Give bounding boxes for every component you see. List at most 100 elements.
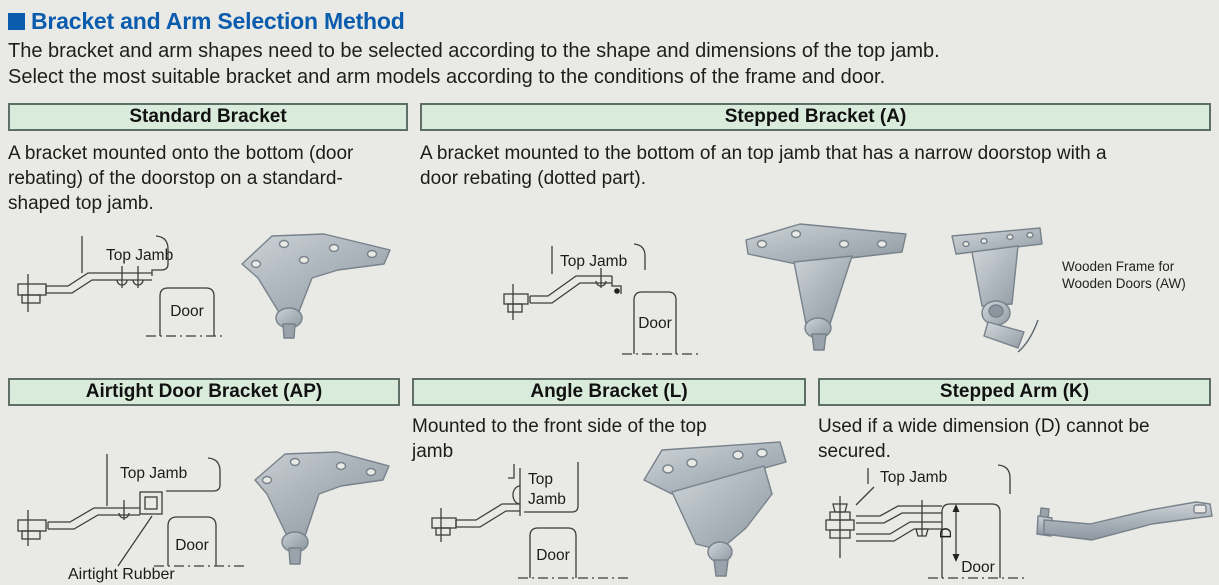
jamb-outline xyxy=(151,235,169,276)
screw-head-2 xyxy=(132,279,144,286)
caption-line-2: Wooden Doors (AW) xyxy=(1062,276,1186,291)
bracket-plate xyxy=(745,223,907,265)
dimension-arrow-bottom xyxy=(952,554,960,562)
door-label: Door xyxy=(170,303,204,320)
arm-end-block-lower xyxy=(435,527,451,536)
standard-bracket-photo xyxy=(241,233,391,339)
stepped-bracket-a-title: Stepped Bracket (A) xyxy=(724,106,907,127)
wooden-frame-caption: Wooden Frame for Wooden Doors (AW) xyxy=(1062,258,1212,292)
door-outline xyxy=(529,527,577,578)
door-rebating-dot xyxy=(614,288,620,294)
arm-end-block xyxy=(503,293,529,305)
angle-bracket-description: Mounted to the front side of the top jam… xyxy=(412,416,707,462)
stepped-arm-k-description: Used if a wide dimension (D) cannot be s… xyxy=(818,416,1150,462)
pivot-pin xyxy=(713,559,729,577)
screw-hole xyxy=(962,240,970,248)
screw-head-1 xyxy=(116,279,128,286)
door-label: Door xyxy=(175,537,209,554)
arm-profile-top xyxy=(48,507,140,523)
airtight-bracket-header: Airtight Door Bracket (AP) xyxy=(8,378,400,406)
screw-hole xyxy=(261,475,273,485)
screw-hole xyxy=(980,237,988,245)
mount-boss xyxy=(512,485,521,505)
jamb-leader-diagonal xyxy=(855,486,875,506)
screw-hole xyxy=(756,239,768,249)
door-outline xyxy=(167,516,217,566)
angle-bracket-title: Angle Bracket (L) xyxy=(530,381,688,402)
door-outline xyxy=(941,503,1001,578)
stepped-arm-k-header: Stepped Arm (K) xyxy=(818,378,1211,406)
door-label: Door xyxy=(638,315,672,332)
screw-hole xyxy=(662,464,674,474)
standard-bracket-header: Standard Bracket xyxy=(8,103,408,131)
section-marker-icon xyxy=(8,13,25,30)
bracket-plate xyxy=(971,245,1019,307)
wooden-frame-bracket-photo xyxy=(951,227,1043,353)
intro-paragraph: The bracket and arm shapes need to be se… xyxy=(8,38,940,90)
jamb-outline xyxy=(633,243,646,270)
top-jamb-label: Top Jamb xyxy=(120,465,187,482)
stepped-bracket-a-diagram: Top Jamb Door xyxy=(503,243,698,355)
page-title: Bracket and Arm Selection Method xyxy=(31,8,405,34)
arm-profile-top xyxy=(46,272,152,287)
arm-profile-top xyxy=(456,503,520,521)
airtight-rubber-label: Airtight Rubber xyxy=(68,566,175,583)
arm-profile-top xyxy=(530,275,612,297)
arm-end-block-lower xyxy=(21,530,41,540)
airtight-bracket-diagram: Top Jamb Door Airtight Rubber xyxy=(17,454,244,583)
stepped-arm-k-title: Stepped Arm (K) xyxy=(939,381,1090,402)
screw-hole xyxy=(876,239,888,249)
arm-end-block xyxy=(17,519,47,532)
pivot-pin xyxy=(288,547,302,565)
jamb-outline xyxy=(997,464,1011,494)
arm-eye-hole xyxy=(1193,504,1207,514)
dimension-label: D xyxy=(938,527,955,538)
screw-hole xyxy=(790,229,802,239)
screw-hole xyxy=(366,249,378,259)
bracket-body xyxy=(671,465,773,551)
jamb-label: Jamb xyxy=(528,491,566,508)
angle-bracket-diagram: Top Jamb Door xyxy=(431,462,630,579)
screw-hole xyxy=(1006,233,1014,241)
pivot-pin xyxy=(811,333,827,351)
bracket-plate xyxy=(254,451,390,537)
top-jamb-label: Top Jamb xyxy=(106,247,173,264)
dimension-arrow-top xyxy=(952,504,960,512)
arm-end-block-lower xyxy=(507,303,523,313)
lower-arm-bottom xyxy=(856,528,942,542)
stepped-bracket-a-description: A bracket mounted to the bottom of an to… xyxy=(420,143,1107,189)
screw-hole xyxy=(250,259,262,269)
bracket-top-flange xyxy=(643,441,787,495)
standard-bracket-diagram: Top Jamb Door xyxy=(17,235,223,337)
upper-arm-top xyxy=(856,505,942,517)
bolt-nut-2 xyxy=(825,519,855,531)
door-label: Door xyxy=(536,547,570,564)
screw-hole xyxy=(289,457,301,467)
screw-head xyxy=(595,280,607,287)
airtight-rubber-block xyxy=(139,491,163,515)
airtight-rubber-core xyxy=(144,496,158,510)
bracket-gusset xyxy=(793,255,853,325)
arm-profile-bottom xyxy=(456,510,520,528)
intro-line-1: The bracket and arm shapes need to be se… xyxy=(8,40,940,62)
bracket-flange xyxy=(951,227,1043,255)
caption-line-1: Wooden Frame for xyxy=(1062,259,1175,274)
bolt-nut-3 xyxy=(829,529,851,539)
door-label: Door xyxy=(961,559,995,576)
pivot-pin xyxy=(282,323,296,339)
arm-end-block-lower xyxy=(21,294,41,304)
page-title-row: Bracket and Arm Selection Method xyxy=(8,8,405,35)
narrow-doorstop-outline xyxy=(611,276,622,294)
standard-bracket-title: Standard Bracket xyxy=(129,106,287,127)
stepped-arm-k-diagram: Top Jamb D Door xyxy=(825,464,1026,579)
intro-line-2: Select the most suitable bracket and arm… xyxy=(8,66,886,88)
airtight-bracket-title: Airtight Door Bracket (AP) xyxy=(85,381,323,402)
lower-arm-top xyxy=(856,521,942,535)
stepped-arm-k-photo xyxy=(1036,501,1213,541)
break-line xyxy=(1017,319,1039,353)
standard-bracket-description: A bracket mounted onto the bottom (door … xyxy=(8,143,354,214)
screw-hole xyxy=(335,461,347,471)
pivot-center xyxy=(988,304,1004,318)
angle-bracket-photo xyxy=(643,441,787,577)
